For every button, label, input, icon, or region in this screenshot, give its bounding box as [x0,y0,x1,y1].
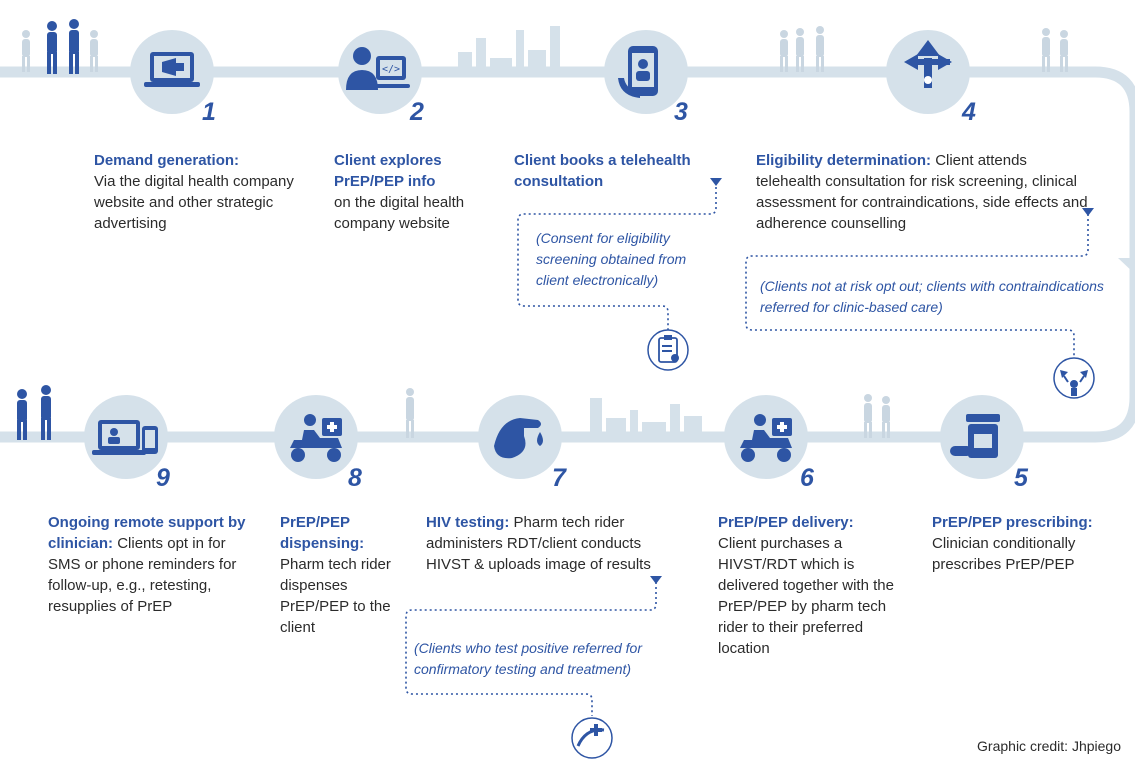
step-3-text: Client books a telehealth consultation [514,150,714,192]
step-title: PrEP/PEP delivery: [718,514,854,531]
step-6-number: 6 [800,464,814,492]
step-title: Ongoing remote support by clinician: [48,514,246,552]
step-description: on the digital health company website [334,194,465,232]
laptop-phone-icon [92,420,158,455]
note-arrow [1082,208,1094,216]
step-title: PrEP/PEP dispensing: [280,514,365,552]
svg-text:</>: </> [382,64,400,75]
pill-bottle-icon [950,414,1000,458]
consent-note: (Consent for eligibility screening obtai… [536,230,687,288]
step-6-text: PrEP/PEP delivery: Client purchases a HI… [718,512,910,659]
skyline-silhouette-bottom [590,398,702,438]
step-2-number: 2 [410,98,424,126]
medical-referral-icon [571,717,613,759]
clipboard-check-icon [647,329,689,371]
step-title: PrEP/PEP prescribing: [932,514,1093,531]
step-description: Client attends telehealth consultation f… [756,152,1088,232]
step-description: Via the digital health company website a… [94,173,294,232]
step-9-text: Ongoing remote support by clinician: Cli… [48,512,258,617]
walking-people-icon [22,19,98,74]
step-5-text: PrEP/PEP prescribing: Clinician conditio… [932,512,1122,575]
note-connector-consent [517,182,717,330]
step-description: Client purchases a HIVST/RDT which is de… [718,535,894,657]
pathway-line [0,66,1135,443]
note-arrow [710,178,722,186]
person-crossroads-icon [904,40,952,88]
step-8-text: PrEP/PEP dispensing: Pharm tech rider di… [280,512,402,638]
step-4-text: Eligibility determination: Client attend… [756,150,1091,234]
path-arrow-marker [1118,258,1135,274]
step-8-number: 8 [348,464,362,492]
step-title: Client books a telehealth consultation [514,152,691,190]
note-connector-opt-out [745,214,1089,356]
step-3-number: 3 [674,98,688,126]
step-description: Clinician conditionally prescribes PrEP/… [932,535,1076,573]
finger-blood-drop-icon [494,418,543,459]
step-title: Eligibility determination: [756,152,932,169]
step-7-text: HIV testing: Pharm tech rider administer… [426,512,662,575]
referral-arrows-icon [1053,357,1095,399]
step-title: Client explores PrEP/PEP info [334,152,442,190]
walking-people-icon [406,26,1068,438]
laptop-megaphone-icon [144,52,200,87]
step-description: Clients opt in for SMS or phone reminder… [48,535,237,615]
step-5-number: 5 [1014,464,1028,492]
step-2-text: Client explores PrEP/PEP info on the dig… [334,150,504,234]
step-1-text: Demand generation: Via the digital healt… [94,150,314,234]
step-9-number: 9 [156,464,170,492]
step-1-number: 1 [202,98,216,126]
step-7-number: 7 [552,464,566,492]
phone-video-call-icon [618,46,658,98]
walking-people-icon [17,385,51,440]
graphic-credit: Graphic credit: Jhpiego [977,738,1121,754]
step-description: Pharm tech rider administers RDT/client … [426,514,651,573]
step-title: HIV testing: [426,514,510,531]
opt-out-note: (Clients not at risk opt out; clients wi… [760,278,1104,315]
step-description: Pharm tech rider dispenses PrEP/PEP to t… [280,556,391,636]
delivery-scooter-icon [740,414,792,462]
step-title: Demand generation: [94,152,240,169]
delivery-scooter-icon [290,414,342,462]
skyline-silhouette-top [458,26,560,74]
note-arrow [650,576,662,584]
step-4-number: 4 [962,98,976,126]
positive-referral-note: (Clients who test positive referred for … [414,640,642,677]
person-computer-icon: </> [346,47,410,90]
